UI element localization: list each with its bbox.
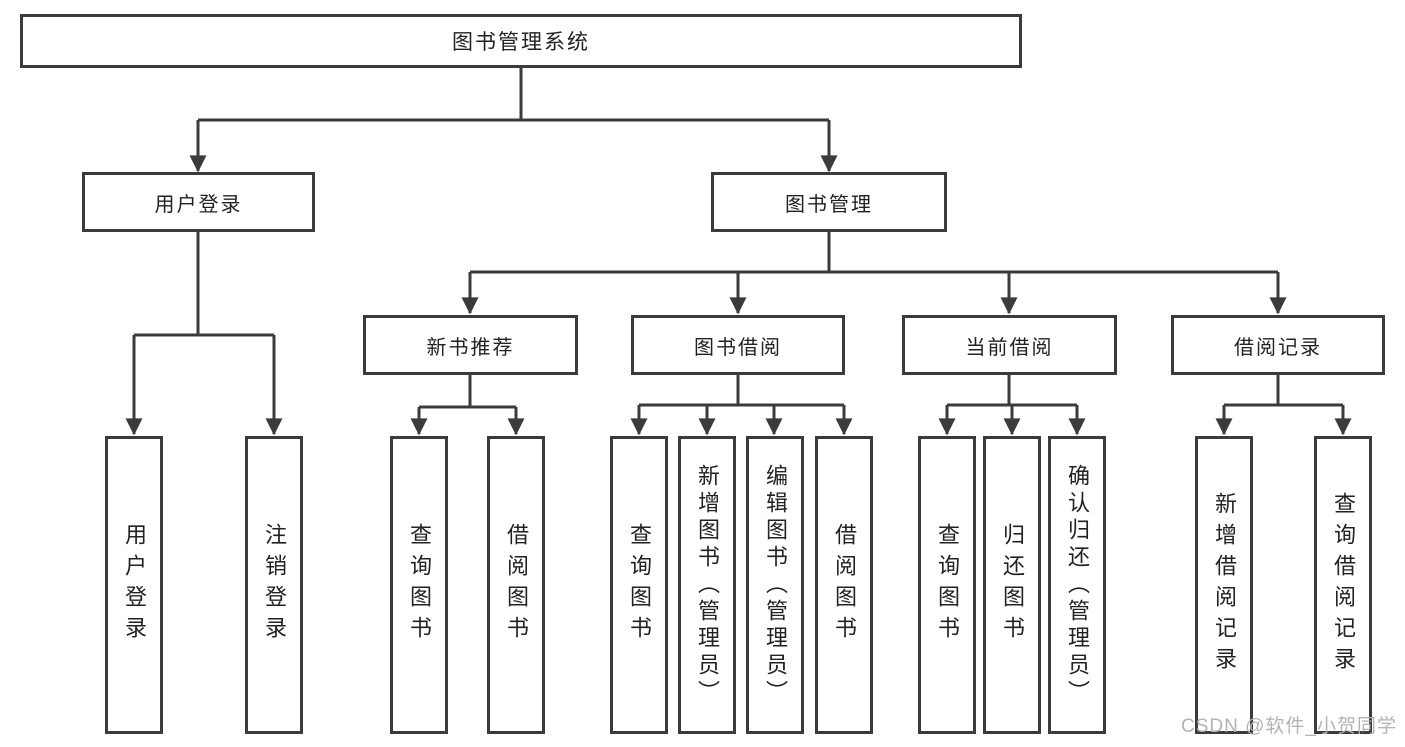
connector-current-borrow [947,375,1077,407]
node-label: 图书管理 [785,193,873,216]
leaf-query-books-borrowing: 查询图书 [610,436,668,734]
node-label: 新增借阅记录 [1212,492,1237,678]
connector-borrow-record [1224,375,1343,407]
node-label: 借阅图书 [832,523,857,647]
node-label: 查询图书 [407,523,432,647]
node-label: 查询图书 [935,523,960,647]
leaf-add-borrow-record: 新增借阅记录 [1195,436,1253,734]
leaf-confirm-return-admin: 确认归还（管理员） [1048,436,1106,734]
leaf-logout: 注销登录 [245,436,303,734]
node-library-system: 图书管理系统 [20,14,1022,68]
node-user-login: 用户登录 [82,172,315,232]
node-book-borrowing: 图书借阅 [631,315,845,375]
node-label: 注销登录 [262,523,287,647]
leaf-user-login: 用户登录 [105,436,163,734]
node-label: 当前借阅 [965,336,1054,359]
node-borrowing-records: 借阅记录 [1171,315,1385,375]
connector-book-borrow [639,375,844,407]
node-label: 新书推荐 [426,336,515,359]
leaf-edit-book-admin: 编辑图书（管理员） [746,436,804,734]
node-label: 查询图书 [627,523,652,647]
connector-new-book [419,375,516,409]
leaf-add-book-admin: 新增图书（管理员） [678,436,736,734]
leaf-return-books: 归还图书 [983,436,1041,734]
node-label: 新增图书（管理员） [695,463,720,707]
leaf-query-books-current: 查询图书 [918,436,976,734]
watermark-text: CSDN @软件_小贺同学 [1181,716,1397,737]
node-label: 图书借阅 [694,336,782,359]
node-label: 编辑图书（管理员） [763,463,788,707]
node-label: 用户登录 [154,193,243,216]
node-label: 查询借阅记录 [1331,492,1356,678]
leaf-borrow-books-borrowing: 借阅图书 [815,436,873,734]
node-label: 借阅记录 [1234,336,1322,359]
node-label: 用户登录 [122,523,147,647]
leaf-borrow-books-recommend: 借阅图书 [487,436,545,734]
node-current-borrowing: 当前借阅 [902,315,1117,375]
node-label: 归还图书 [1000,523,1025,647]
node-label: 确认归还（管理员） [1065,463,1090,707]
node-label: 借阅图书 [504,523,529,647]
leaf-query-books-recommend: 查询图书 [390,436,448,734]
node-book-management: 图书管理 [711,172,947,232]
connector-root [198,68,829,122]
leaf-query-borrow-record: 查询借阅记录 [1314,436,1372,734]
node-label: 图书管理系统 [452,31,590,54]
node-new-book-recommend: 新书推荐 [363,315,578,375]
connector-user-login [134,232,274,337]
connector-book-mgmt [470,232,1278,274]
